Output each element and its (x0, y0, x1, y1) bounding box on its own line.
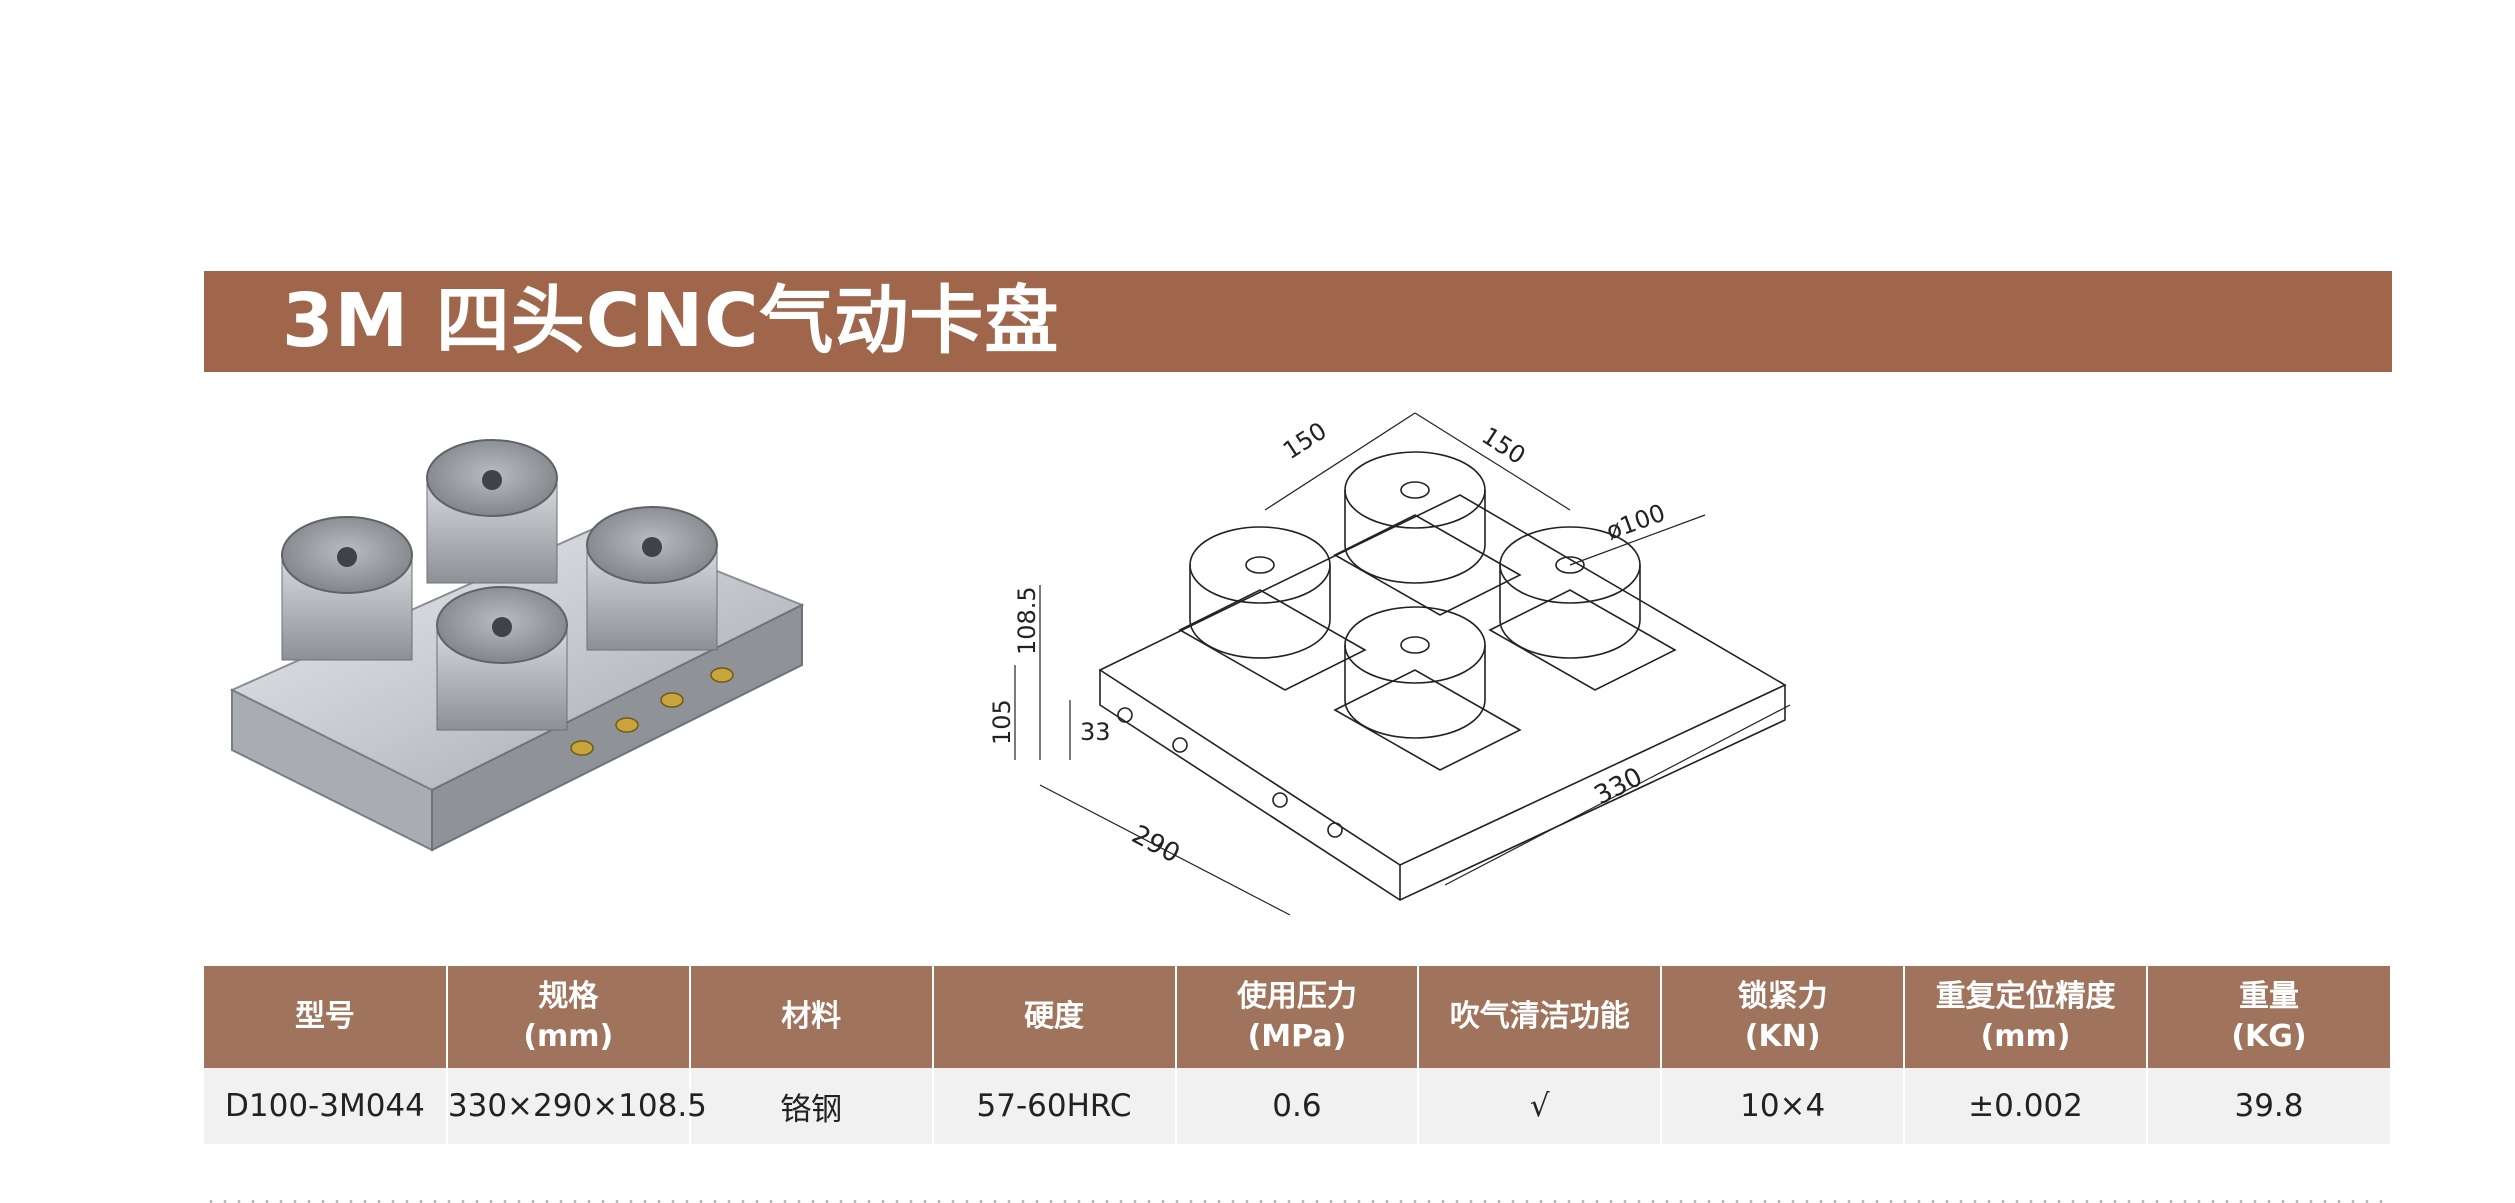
header-spec: 规格(mm) (446, 966, 691, 1068)
cell-weight: 39.8 (2147, 1068, 2390, 1144)
dim-105: 105 (988, 699, 1016, 745)
dim-330: 330 (1590, 762, 1648, 811)
cell-hardness: 57-60HRC (932, 1068, 1177, 1144)
cell-air-blow: √ (1418, 1068, 1663, 1144)
page-title: 3M 四头CNC气动卡盘 (282, 278, 1060, 364)
product-photo (229, 439, 805, 852)
header-air-blow: 吹气清洁功能 (1418, 966, 1663, 1068)
dim-290: 290 (1127, 820, 1185, 870)
spec-table: 型号 规格(mm) 材料 硬度 使用压力(MPa) 吹气清洁功能 锁紧力(KN)… (204, 966, 2390, 1144)
table-header-row: 型号 规格(mm) 材料 硬度 使用压力(MPa) 吹气清洁功能 锁紧力(KN)… (204, 966, 2390, 1068)
dim-150-right: 150 (1477, 422, 1531, 470)
technical-drawing: 150 150 ø100 108.5 105 33 290 330 (988, 412, 1791, 916)
cell-model: D100-3M044 (204, 1068, 448, 1144)
title-bar: 3M 四头CNC气动卡盘 (204, 271, 2392, 372)
cell-material: 铬钢 (689, 1068, 934, 1144)
dim-33: 33 (1080, 718, 1111, 746)
dotted-divider (204, 1200, 2390, 1203)
header-hardness: 硬度 (932, 966, 1177, 1068)
header-weight: 重量(KG) (2147, 966, 2390, 1068)
header-model: 型号 (204, 966, 448, 1068)
cell-pressure: 0.6 (1175, 1068, 1420, 1144)
header-repeatability: 重复定位精度(mm) (1904, 966, 2148, 1068)
header-pressure: 使用压力(MPa) (1175, 966, 1420, 1068)
dim-diameter: ø100 (1602, 499, 1668, 546)
table-row: D100-3M044 330×290×108.5 铬钢 57-60HRC 0.6… (204, 1068, 2390, 1144)
header-clamp-force: 锁紧力(KN) (1661, 966, 1906, 1068)
dim-108-5: 108.5 (1013, 586, 1041, 655)
dim-150-left: 150 (1278, 417, 1332, 465)
cell-repeatability: ±0.002 (1904, 1068, 2148, 1144)
cell-clamp-force: 10×4 (1661, 1068, 1906, 1144)
header-material: 材料 (689, 966, 934, 1068)
cell-spec: 330×290×108.5 (446, 1068, 707, 1144)
